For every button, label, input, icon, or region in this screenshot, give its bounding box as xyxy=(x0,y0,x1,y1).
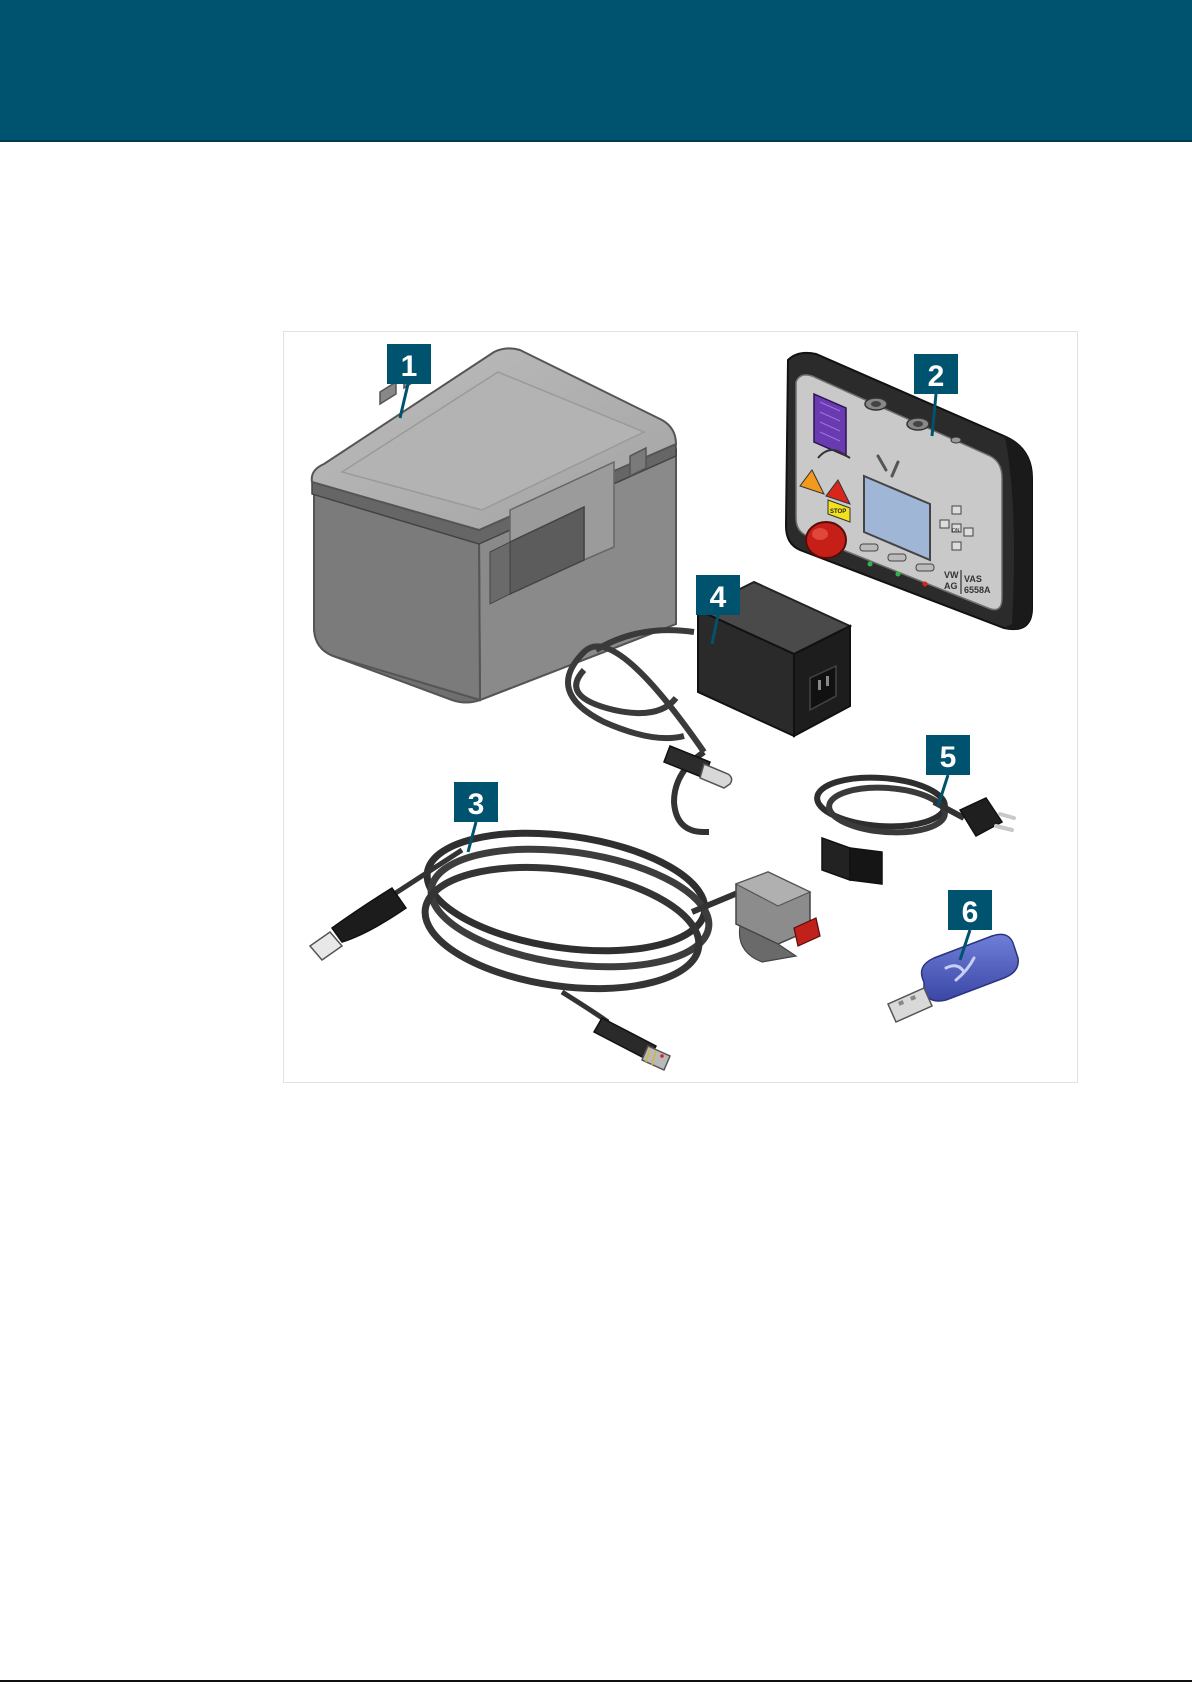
callout-4-label: 4 xyxy=(710,581,727,614)
tester-device: ON STOP VW AG VAS 6558A xyxy=(786,353,1032,629)
measuring-cable xyxy=(310,817,820,1070)
device-model-line-2: 6558A xyxy=(964,585,991,595)
equipment-figure: ON STOP VW AG VAS 6558A xyxy=(283,331,1078,1083)
usb-stick xyxy=(888,934,1018,1022)
storage-case xyxy=(312,348,676,702)
header-band xyxy=(0,0,1192,142)
device-brand-line-1: VW xyxy=(944,570,959,580)
callout-1-label: 1 xyxy=(401,350,418,383)
footer-rule xyxy=(0,1680,1192,1682)
callout-6-label: 6 xyxy=(962,896,979,929)
device-model-line-1: VAS xyxy=(964,574,982,584)
callout-2-label: 2 xyxy=(928,360,945,393)
callout-5: 5 xyxy=(926,735,970,806)
device-stop-label: STOP xyxy=(830,509,846,515)
device-brand-line-2: AG xyxy=(944,581,958,591)
callout-5-label: 5 xyxy=(940,741,957,774)
device-key-on-label: ON xyxy=(952,528,960,534)
callout-3-label: 3 xyxy=(468,788,485,821)
equipment-illustration: ON STOP VW AG VAS 6558A xyxy=(284,332,1077,1082)
mains-cable xyxy=(815,774,1014,884)
